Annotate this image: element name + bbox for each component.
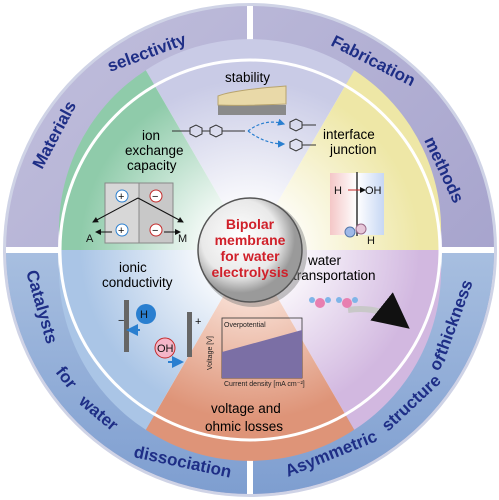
label-exchange: exchange (125, 143, 184, 158)
center-title-line2: membrane (215, 232, 286, 248)
label-water: water (307, 253, 342, 268)
segment-interface-junction (250, 70, 442, 250)
segment-labels: stability ion exchange capacity interfac… (102, 70, 377, 434)
overpotential-label: Overpotential (224, 322, 266, 329)
h2o-label: H (367, 235, 375, 247)
h-plus-label: H (334, 185, 342, 197)
plus-sign-top: + (118, 191, 124, 203)
plus-electrode: + (195, 316, 201, 328)
center-title-line1: Bipolar (226, 216, 275, 232)
oh-minus-label: OH (365, 185, 382, 197)
label-ohmic-losses: ohmic losses (205, 419, 283, 434)
center-circle: Bipolar membrane for water electrolysis (197, 197, 307, 307)
stability-inset (172, 85, 316, 152)
interface-junction-inset: H OH H (330, 172, 384, 247)
ion-exchange-inset: + + − − A M (86, 182, 187, 245)
center-title-line4: electrolysis (211, 264, 288, 280)
minus-electrode: − (118, 315, 124, 327)
label-ion: ion (142, 128, 160, 143)
label-interface: interface (323, 127, 375, 142)
anion-label: A (86, 233, 94, 245)
chemical-structure-icon (172, 118, 316, 152)
segment-stability (145, 39, 355, 250)
label-junction: junction (329, 142, 377, 157)
h-plus-ion: H (140, 309, 148, 321)
plus-sign-bottom: + (118, 225, 124, 237)
label-voltage-and: voltage and (211, 401, 281, 416)
current-axis-label: Current density [mA cm⁻²] (224, 381, 305, 388)
minus-sign-bottom: − (152, 225, 158, 237)
label-conductivity: conductivity (102, 275, 173, 290)
voltage-axis-label: Voltage [V] (207, 336, 214, 370)
minus-sign-top: − (152, 191, 158, 203)
ionic-conductivity-inset: − + H OH (118, 300, 201, 368)
voltage-chart-inset: Overpotential Voltage [V] Current densit… (207, 317, 305, 388)
water-transport-inset (309, 292, 410, 329)
center-title-line3: for water (220, 248, 280, 264)
cation-label: M (178, 233, 187, 245)
label-stability: stability (225, 70, 270, 85)
label-capacity: capacity (127, 158, 177, 173)
segment-ionic-conductivity (58, 250, 251, 430)
label-transportation: transportation (293, 268, 376, 283)
oh-minus-ion: OH (157, 343, 174, 355)
label-ionic: ionic (119, 260, 147, 275)
